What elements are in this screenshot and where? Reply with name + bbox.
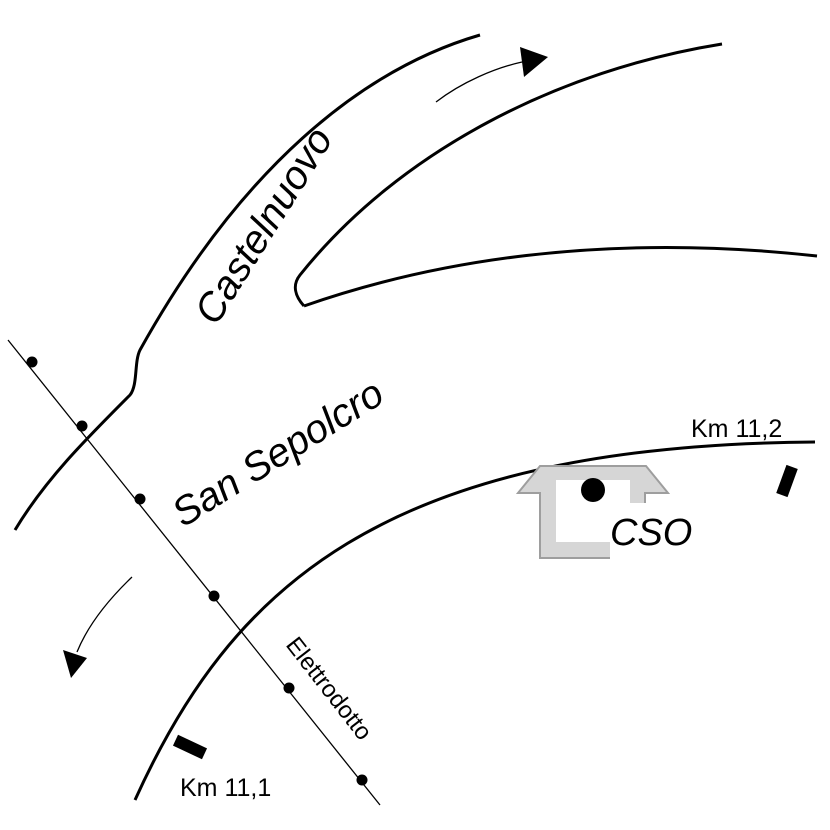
pylon — [208, 590, 220, 602]
power-line-pylons — [26, 356, 368, 786]
building-label-bg — [610, 503, 716, 561]
power-line-label: Elettrodotto — [280, 632, 377, 745]
branch-road-upper-edge — [293, 42, 723, 308]
road-edge-inner — [133, 440, 816, 801]
arrowhead-icon — [63, 650, 87, 678]
station-marker-icon — [581, 478, 605, 502]
station-label-cso: CSO — [610, 512, 692, 554]
pylon — [76, 420, 88, 432]
pylon — [134, 493, 146, 505]
km-marker-upper — [776, 464, 798, 498]
arrowhead-icon — [520, 47, 548, 77]
arrow-shaft — [76, 576, 133, 653]
direction-arrow-upper — [435, 47, 548, 103]
km-label-upper: Km 11,2 — [691, 415, 782, 443]
road-label-san-sepolcro: San Sepolcro — [164, 371, 391, 536]
km-marker-lower — [172, 734, 208, 760]
km-label-lower: Km 11,1 — [180, 774, 271, 802]
cso-station-building — [515, 465, 716, 561]
direction-arrow-lower — [63, 576, 133, 678]
power-line — [7, 339, 381, 806]
branch-road-lower-edge — [303, 246, 818, 308]
pylon — [26, 356, 38, 368]
pylon — [356, 774, 368, 786]
pylon — [283, 682, 295, 694]
arrow-shaft — [435, 61, 523, 103]
road-edge-outer — [13, 33, 481, 531]
